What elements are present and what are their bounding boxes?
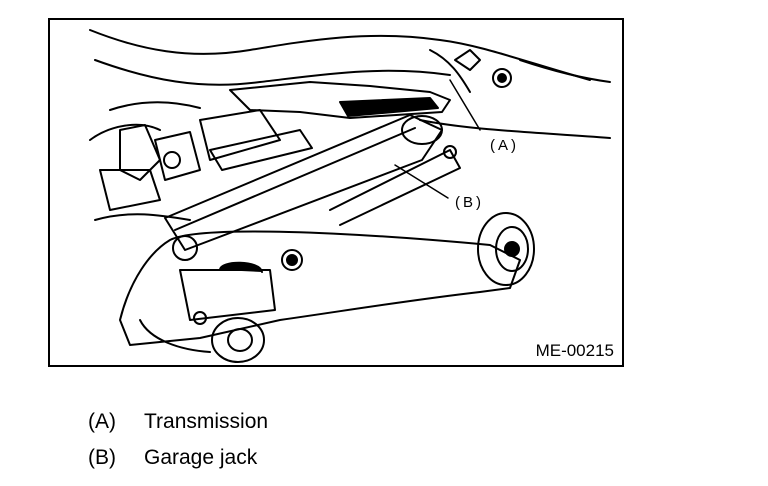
jack-transmission-illustration	[89, 29, 611, 363]
legend-label: Garage jack	[144, 446, 258, 469]
transmission-housing	[89, 29, 611, 141]
legend-item-garage-jack: (B) Garage jack	[88, 440, 268, 476]
legend-label: Transmission	[144, 410, 269, 433]
callout-a-label: (A)	[490, 137, 519, 154]
figure-id: ME-00215	[535, 341, 614, 360]
linkage-assembly	[94, 109, 313, 221]
legend: (A) Transmission (B) Garage jack	[88, 404, 268, 476]
legend-key: (A)	[88, 410, 116, 433]
leader-lines	[394, 79, 481, 199]
figure-frame: (A) (B) ME-00215	[48, 18, 624, 367]
legend-key: (B)	[88, 446, 116, 469]
garage-jack	[119, 114, 535, 363]
legend-item-transmission: (A) Transmission	[88, 404, 268, 440]
callout-b-label: (B)	[455, 194, 484, 211]
